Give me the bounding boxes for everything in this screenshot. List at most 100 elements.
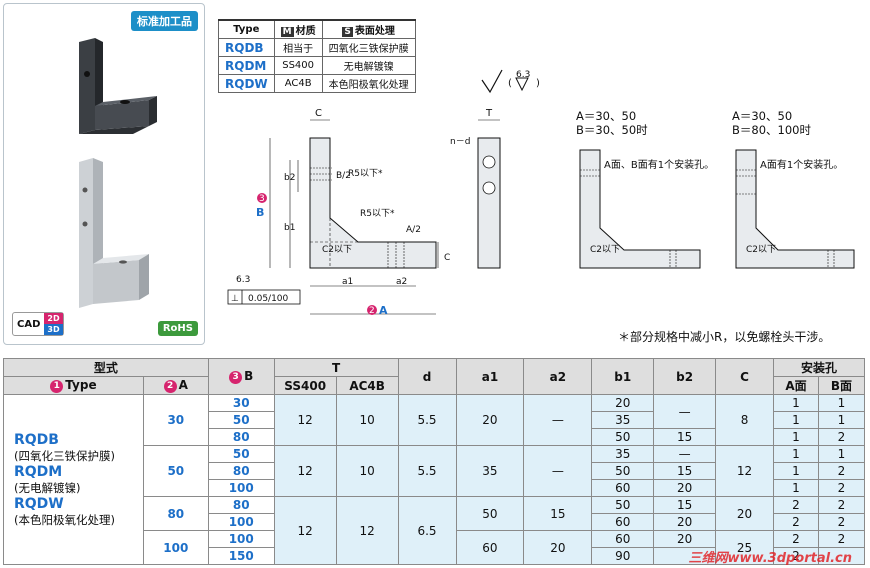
dim-c-top: C — [315, 108, 322, 119]
header-d: d — [397, 358, 457, 395]
watermark: 三维网www.3dportal.cn — [688, 551, 852, 566]
cell-t-ss: 12 — [273, 496, 337, 565]
cell-fb: 1 — [817, 445, 866, 463]
num-b: 3 — [259, 194, 265, 204]
header-face-b: B面 — [817, 376, 866, 395]
cell-t-ac: 10 — [335, 394, 399, 446]
header-c: C — [715, 358, 775, 395]
cell-b2: 20 — [653, 479, 717, 497]
dim-b-half: B/2 — [336, 171, 351, 181]
header-b2: b2 — [653, 358, 717, 395]
flatness-value: 0.05/100 — [248, 294, 289, 304]
cell-fb: 1 — [817, 411, 866, 429]
roughness-left: 6.3 — [236, 275, 250, 285]
cell-b2: 20 — [653, 513, 717, 531]
cell-a2: 20 — [523, 530, 593, 565]
material-value: AC4B — [273, 74, 323, 93]
datum-symbol: ⊥ — [231, 294, 239, 304]
dim-t: T — [485, 108, 493, 119]
cell-fa: 2 — [773, 530, 819, 548]
cell-a2: — — [523, 394, 593, 446]
cell-fb: 2 — [817, 530, 866, 548]
cell-c: 20 — [715, 496, 775, 531]
cell-fa: 1 — [773, 394, 819, 412]
product-panel: 标准加工品 CAD 2D 3D RoHS — [3, 3, 205, 345]
header-ac4b: AC4B — [335, 376, 399, 395]
header-b1: b1 — [591, 358, 655, 395]
dim-a2: a2 — [396, 277, 407, 287]
cell-b2: 15 — [653, 496, 717, 514]
dim-b2: b2 — [284, 173, 295, 183]
cell-b: 100 — [207, 530, 275, 548]
roughness-symbol: ( 6.3 ) — [481, 69, 540, 94]
cell-b: 50 — [207, 411, 275, 429]
cell-c: 25 — [715, 530, 775, 565]
header-mount: 安装孔 — [773, 358, 865, 377]
table-row: 100 100 60 20 60 20 25 2 2 — [4, 530, 866, 565]
footnote: ＊部分规格中减小R，以免螺栓头干涉。 — [618, 330, 831, 344]
cell-b2: 15 — [653, 428, 717, 446]
table-row: RQDB (四氧化三铁保护膜) RQDM (无电解镀镍) RQDW (本色阳极氧… — [3, 394, 866, 565]
num-b-circle — [257, 193, 267, 203]
cell-b1: 50 — [591, 428, 655, 446]
header-t: T — [273, 358, 399, 377]
surface-value: 四氧化三铁保护膜 — [321, 38, 416, 57]
cell-b1: 60 — [591, 479, 655, 497]
case1-hole: A面、B面有1个安装孔。 — [604, 160, 715, 171]
material-value: 相当于 — [273, 38, 323, 57]
header-model: 型式 — [3, 358, 209, 377]
cell-b1: 20 — [591, 394, 655, 412]
header-ss400: SS400 — [273, 376, 337, 395]
cell-fb — [817, 547, 866, 565]
cell-d: 5.5 — [397, 445, 457, 497]
case2-b: B＝80、100时 — [732, 123, 811, 137]
cell-b1: 50 — [591, 462, 655, 480]
surface-value: 无电解镀镍 — [321, 56, 416, 75]
cell-fa: 2 — [773, 513, 819, 531]
n-d-label: n－d — [450, 137, 470, 147]
product-image-black — [79, 38, 157, 134]
cell-a2: 15 — [523, 496, 593, 531]
cell-fa: 1 — [773, 411, 819, 429]
header-face-a: A面 — [773, 376, 819, 395]
dim-a1: a1 — [342, 277, 353, 287]
cell-a: 50 — [142, 445, 209, 497]
cad-label: CAD — [17, 318, 41, 330]
cell-b: 80 — [207, 496, 275, 514]
table-row: 80 50 15 1 2 — [4, 462, 866, 480]
dim-b: B — [256, 206, 264, 219]
cell-a: 30 — [142, 394, 209, 446]
cad-badge[interactable]: CAD 2D 3D — [12, 312, 64, 336]
case2-a: A＝30、50 — [732, 109, 793, 123]
dim-b1: b1 — [284, 223, 295, 233]
cell-a1: 50 — [455, 496, 525, 531]
c2-label: C2以下 — [322, 245, 352, 255]
material-code: RQDW — [218, 74, 275, 93]
cell-b: 100 — [207, 513, 275, 531]
surface-value: 本色阳极氧化处理 — [321, 74, 416, 93]
cell-b: 150 — [207, 547, 275, 565]
cell-b1: 50 — [591, 496, 655, 514]
cell-fa: 2 — [773, 496, 819, 514]
material-code: RQDM — [218, 56, 275, 75]
cell-fa: 1 — [773, 462, 819, 480]
cell-b1: 90 — [591, 547, 655, 565]
cell-d: 5.5 — [397, 394, 457, 446]
cell-b2: — — [653, 445, 717, 463]
cell-fa: 1 — [773, 428, 819, 446]
cad-3d-label: 3D — [44, 324, 63, 335]
a-half-label: A/2 — [406, 225, 421, 235]
cell-fb: 2 — [817, 513, 866, 531]
cell-b: 50 — [207, 445, 275, 463]
cell-b: 30 — [207, 394, 275, 412]
cell-b1: 60 — [591, 513, 655, 531]
cell-d: 6.5 — [397, 496, 457, 565]
cell-c: 8 — [715, 394, 775, 446]
cell-b2: — — [653, 394, 717, 429]
rohs-badge: RoHS — [157, 321, 198, 336]
num-a-circle — [367, 305, 377, 315]
